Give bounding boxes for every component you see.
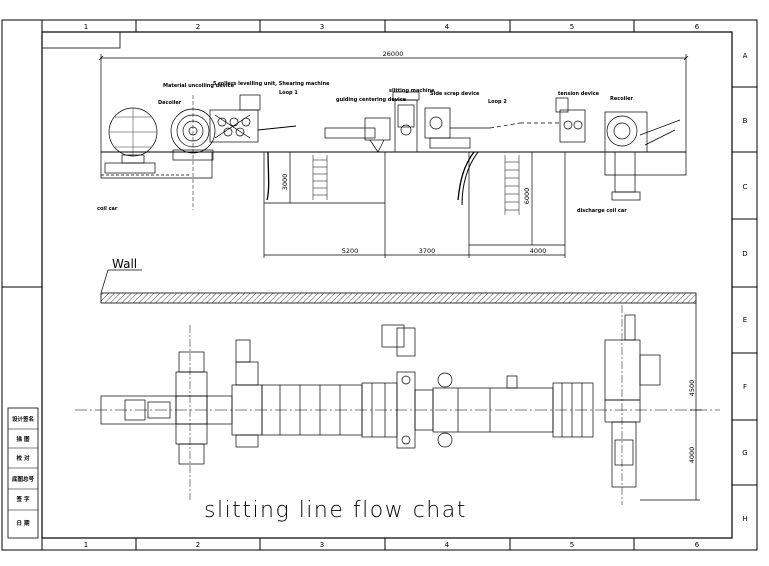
label-levelling: 5 rollers levelling unit, Shearing machi… bbox=[213, 81, 330, 87]
col-ref-3-bottom: 3 bbox=[320, 541, 324, 549]
col-ref-4-bottom: 4 bbox=[445, 541, 450, 549]
elevation-view bbox=[98, 54, 689, 258]
col-ref-4-top: 4 bbox=[445, 23, 450, 31]
title-block-row-5: 签 字 bbox=[16, 495, 30, 503]
dim-plan-4000: 4000 bbox=[688, 447, 696, 464]
label-slitting: slitting machine bbox=[389, 88, 435, 94]
col-ref-5-top: 5 bbox=[570, 23, 574, 31]
wall-label: Wall bbox=[112, 257, 137, 271]
label-discharge-coil-car: discharge coil car bbox=[577, 208, 627, 214]
row-ref-C: C bbox=[743, 183, 748, 191]
label-decoiler: Decoiler bbox=[158, 100, 182, 106]
title-block-row-1: 设计签名 bbox=[12, 415, 34, 423]
dim-3700: 3700 bbox=[419, 247, 436, 255]
col-ref-1-bottom: 1 bbox=[84, 541, 88, 549]
dim-5200: 5200 bbox=[342, 247, 359, 255]
label-recoiler: Recoiler bbox=[610, 96, 633, 102]
dim-4000: 4000 bbox=[530, 247, 547, 255]
row-ref-F: F bbox=[743, 383, 747, 391]
dim-plan-4500: 4500 bbox=[688, 380, 696, 397]
wall-hatch bbox=[100, 292, 697, 304]
dim-depth-6000: 6000 bbox=[523, 188, 531, 205]
col-ref-3-top: 3 bbox=[320, 23, 324, 31]
dim-overall: 26000 bbox=[383, 50, 404, 58]
row-ref-D: D bbox=[742, 250, 747, 258]
col-ref-5-bottom: 5 bbox=[570, 541, 574, 549]
row-ref-B: B bbox=[743, 117, 748, 125]
title-block-row-3: 校 对 bbox=[17, 454, 30, 462]
row-ref-A: A bbox=[743, 52, 748, 60]
title-block: 设计签名 描 图 校 对 底图总号 签 字 日 期 bbox=[7, 407, 39, 539]
col-ref-1-top: 1 bbox=[84, 23, 88, 31]
label-loop1: Loop 1 bbox=[279, 90, 298, 96]
col-ref-2-top: 2 bbox=[196, 23, 200, 31]
row-ref-E: E bbox=[743, 316, 747, 324]
label-loop2: Loop 2 bbox=[488, 99, 507, 105]
label-coil-car: coil car bbox=[97, 206, 118, 212]
label-guiding: guiding centering device bbox=[336, 97, 407, 103]
col-ref-6-top: 6 bbox=[695, 23, 700, 31]
row-ref-H: H bbox=[742, 515, 747, 523]
col-ref-6-bottom: 6 bbox=[695, 541, 700, 549]
col-ref-2-bottom: 2 bbox=[196, 541, 200, 549]
title-block-row-6: 日 期 bbox=[17, 519, 30, 527]
title-block-row-2: 描 图 bbox=[17, 435, 30, 443]
drawing-title: slitting line flow chat bbox=[204, 498, 467, 523]
label-side-scrap: Side scrap device bbox=[430, 91, 480, 97]
title-block-row-4: 底图总号 bbox=[11, 475, 35, 483]
dim-depth-3000: 3000 bbox=[281, 174, 289, 191]
plan-view bbox=[75, 303, 720, 505]
label-tension: tension device bbox=[558, 91, 600, 97]
row-ref-G: G bbox=[742, 449, 747, 457]
label-material-uncoiling: Material uncoiling device bbox=[163, 83, 235, 89]
